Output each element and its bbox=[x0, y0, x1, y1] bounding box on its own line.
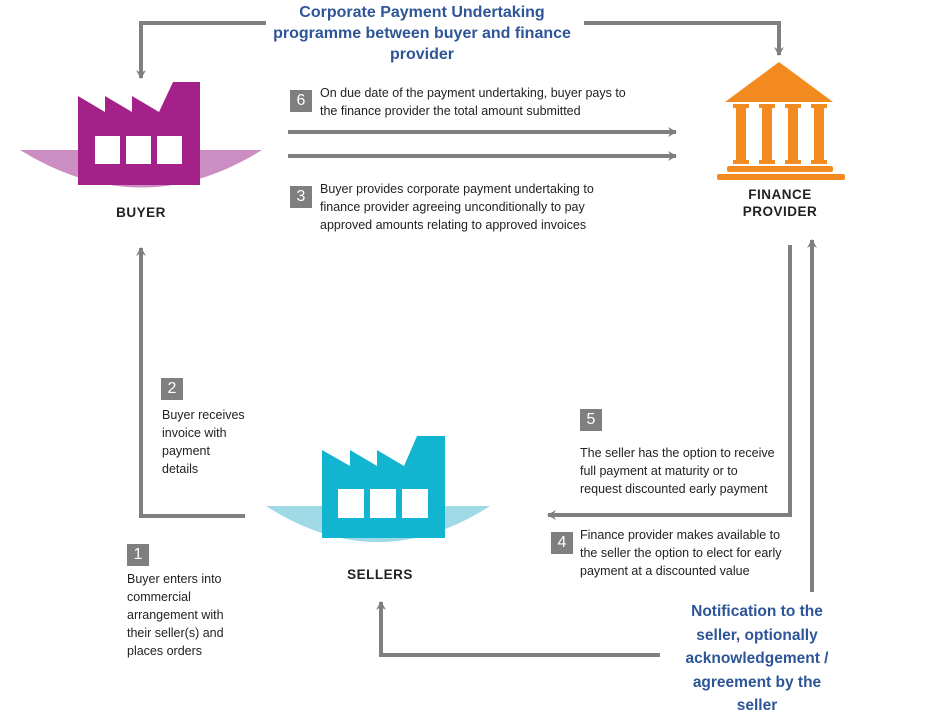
step-text-line: Buyer receives bbox=[162, 408, 245, 422]
step-text-line: the finance provider the total amount su… bbox=[320, 104, 581, 118]
step-3-badge: 3 bbox=[290, 186, 312, 208]
step-text-line: full payment at maturity or to bbox=[580, 464, 738, 478]
arrow-notification-to-sellers bbox=[376, 601, 660, 657]
notification-text: Notification to the seller, optionally a… bbox=[662, 600, 852, 718]
step-3-text: Buyer provides corporate payment underta… bbox=[320, 180, 660, 234]
sellers-factory-icon bbox=[266, 436, 490, 542]
step-1-text: Buyer enters into commercial arrangement… bbox=[127, 570, 267, 660]
sellers-label: SELLERS bbox=[347, 567, 413, 582]
step-text-line: details bbox=[162, 462, 199, 476]
title-line: Corporate Payment Undertaking bbox=[299, 4, 545, 21]
arrow-step4 bbox=[547, 245, 792, 520]
buyer-factory-icon bbox=[20, 82, 262, 188]
step-text-line: approved amounts relating to approved in… bbox=[320, 218, 587, 232]
step-2-badge: 2 bbox=[161, 378, 183, 400]
arrow-title-to-finance bbox=[584, 21, 784, 56]
step-text-line: request discounted early payment bbox=[580, 482, 768, 496]
step-text-line: finance provider agreeing unconditionall… bbox=[320, 200, 585, 214]
finance-label-line: PROVIDER bbox=[742, 204, 818, 219]
step-text-line: payment at a discounted value bbox=[580, 564, 750, 578]
step-text-line: payment bbox=[162, 444, 210, 458]
buyer-label: BUYER bbox=[116, 205, 166, 220]
step-text-line: invoice with bbox=[162, 426, 227, 440]
step-text-line: Buyer provides corporate payment underta… bbox=[320, 182, 594, 196]
notification-line: Notification to the bbox=[691, 603, 823, 620]
step-6-badge: 6 bbox=[290, 90, 312, 112]
arrow-title-to-buyer bbox=[136, 21, 266, 79]
finance-label-line: FINANCE bbox=[748, 187, 812, 202]
step-text-line: Buyer enters into bbox=[127, 572, 222, 586]
step-2-text: Buyer receives invoice with payment deta… bbox=[162, 406, 272, 478]
finance-bank-icon bbox=[717, 62, 845, 180]
arrow-step2 bbox=[136, 247, 245, 518]
step-text-line: their seller(s) and bbox=[127, 626, 224, 640]
step-4-badge: 4 bbox=[551, 532, 573, 554]
step-text-line: Finance provider makes available to bbox=[580, 528, 781, 542]
finance-provider-label: FINANCE PROVIDER bbox=[730, 186, 830, 220]
step-5-text: The seller has the option to receive ful… bbox=[580, 444, 790, 498]
title-line: provider bbox=[389, 46, 454, 63]
notification-line: seller bbox=[736, 697, 778, 714]
step-text-line: places orders bbox=[127, 644, 203, 658]
step-1-badge: 1 bbox=[127, 544, 149, 566]
step-5-badge: 5 bbox=[580, 409, 602, 431]
notification-line: seller, optionally bbox=[696, 626, 818, 644]
title-line: programme between buyer and finance bbox=[273, 25, 571, 42]
step-text-line: commercial bbox=[127, 590, 191, 604]
step-text-line: arrangement with bbox=[127, 608, 224, 622]
step-6-text: On due date of the payment undertaking, … bbox=[320, 84, 680, 120]
step-4-text: Finance provider makes available to the … bbox=[580, 526, 805, 580]
diagram-title: Corporate Payment Undertaking programme … bbox=[262, 2, 582, 65]
step-text-line: On due date of the payment undertaking, … bbox=[320, 86, 626, 100]
step-text-line: The seller has the option to receive bbox=[580, 446, 775, 460]
notification-line: agreement by the bbox=[692, 673, 822, 691]
step-text-line: the seller the option to elect for early bbox=[580, 546, 782, 560]
notification-line: acknowledgement / bbox=[685, 650, 829, 667]
